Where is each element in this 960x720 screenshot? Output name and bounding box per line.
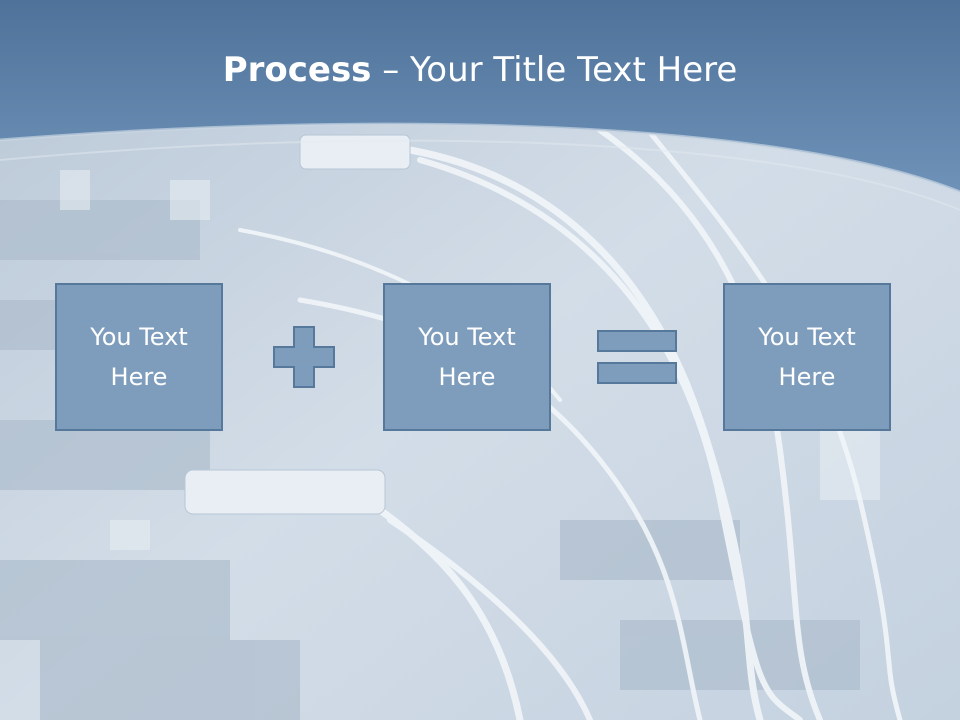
text-box-3-label: You Text Here [758,323,856,391]
title-rest: – Your Title Text Here [371,50,738,90]
text-box-2[interactable]: You Text Here [383,283,551,431]
equals-icon[interactable] [597,330,677,384]
text-box-2-label: You Text Here [418,323,516,391]
text-box-1-label: You Text Here [90,323,188,391]
slide-title[interactable]: Process – Your Title Text Here [0,50,960,90]
text-box-3[interactable]: You Text Here [723,283,891,431]
text-box-1[interactable]: You Text Here [55,283,223,431]
plus-icon[interactable] [273,326,335,388]
title-bold: Process [222,50,372,90]
